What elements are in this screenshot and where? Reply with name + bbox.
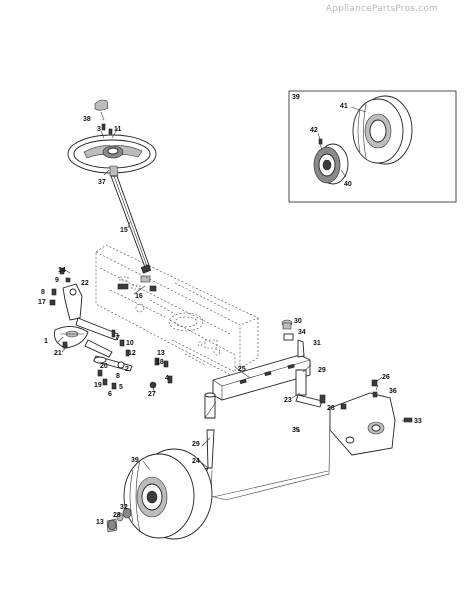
callout-5: 5	[119, 384, 123, 391]
inset-tire	[352, 95, 413, 165]
callout-24: 24	[192, 458, 200, 465]
wheel-inset	[288, 90, 457, 203]
watermark: AppliancePartsPros.com	[325, 4, 438, 14]
callout-30: 30	[294, 318, 302, 325]
callout-labels: 38 3 11 37 15 14 9 22 8 17 16 1 21 7 10 …	[38, 94, 422, 526]
inset-frame	[288, 90, 457, 203]
callout-42: 42	[310, 127, 318, 134]
callout-8: 8	[41, 289, 45, 296]
callout-13b: 13	[96, 519, 104, 526]
callout-14: 14	[58, 267, 66, 274]
callout-15: 15	[120, 227, 128, 234]
callout-35: 35	[292, 427, 300, 434]
callout-39: 39	[131, 457, 139, 464]
inset-rim	[313, 143, 349, 185]
callout-1: 1	[44, 338, 48, 345]
callout-39b: 39	[292, 94, 300, 101]
steering-wheel	[67, 99, 157, 177]
callout-7: 7	[116, 335, 120, 342]
callout-28: 28	[327, 405, 335, 412]
callout-29b: 29	[192, 441, 200, 448]
callout-16: 16	[135, 293, 143, 300]
callout-18: 18	[156, 359, 164, 366]
steering-gear	[49, 267, 173, 390]
inset-valve-stem	[318, 138, 323, 151]
callout-27: 27	[148, 391, 156, 398]
callout-6: 6	[108, 391, 112, 398]
steering-shaft	[110, 175, 152, 283]
callout-41: 41	[340, 103, 348, 110]
front-axle	[192, 319, 413, 501]
callout-28b: 28	[113, 512, 121, 519]
callout-25: 25	[238, 366, 246, 373]
callout-12: 12	[128, 350, 136, 357]
callout-21: 21	[54, 350, 62, 357]
callout-29: 29	[318, 367, 326, 374]
front-wheel	[106, 448, 213, 540]
callout-20: 20	[100, 363, 108, 370]
callout-8b: 8	[116, 373, 120, 380]
leader-lines	[56, 127, 409, 511]
callout-37: 37	[98, 179, 106, 186]
callout-10: 10	[126, 340, 134, 347]
tractor-frame	[95, 244, 259, 381]
callout-36: 36	[389, 388, 397, 395]
callout-3: 3	[97, 126, 101, 133]
callout-34: 34	[298, 329, 306, 336]
callout-26: 26	[382, 374, 390, 381]
callout-9: 9	[55, 277, 59, 284]
callout-40: 40	[344, 181, 352, 188]
callout-11: 11	[114, 126, 122, 133]
callout-22: 22	[81, 280, 89, 287]
callout-32: 32	[120, 504, 128, 511]
callout-13: 13	[157, 350, 165, 357]
callout-31: 31	[313, 340, 321, 347]
callout-4: 4	[165, 375, 169, 382]
callout-17: 17	[38, 299, 46, 306]
callout-19: 19	[94, 382, 102, 389]
callout-33: 33	[414, 418, 422, 425]
callout-23: 23	[284, 397, 292, 404]
callout-2: 2	[125, 366, 129, 373]
callout-38: 38	[83, 116, 91, 123]
